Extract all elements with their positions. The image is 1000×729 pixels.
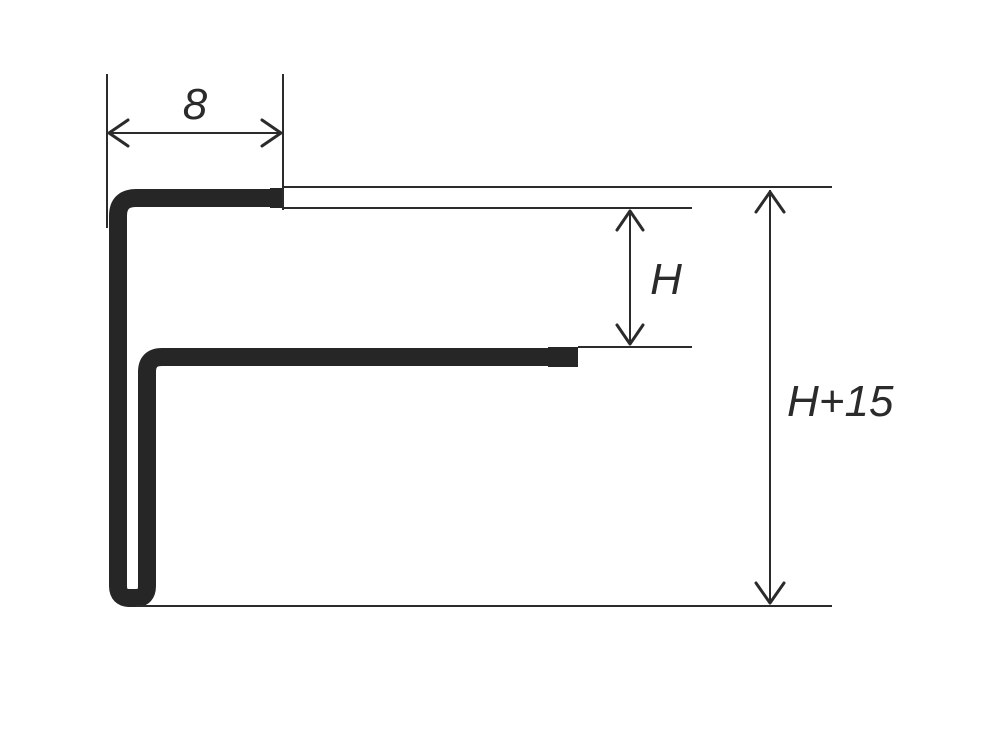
height-dimension: H [615, 209, 682, 346]
profile-outline [109, 189, 577, 607]
inner-leg-end [548, 347, 578, 367]
profile-shape [109, 188, 578, 607]
height-arrow-bottom [615, 323, 645, 346]
total-height-dimension: H+15 [754, 190, 894, 605]
total-height-arrow-top [754, 190, 786, 214]
top-leg-end [270, 188, 283, 208]
total-height-label: H+15 [787, 377, 894, 426]
width-arrow-left [107, 118, 130, 148]
width-label: 8 [183, 80, 208, 129]
width-dimension: 8 [106, 74, 284, 228]
total-height-arrow-bottom [754, 581, 786, 605]
width-arrow-right [260, 118, 283, 148]
height-label: H [650, 255, 682, 304]
reference-lines [136, 186, 832, 607]
height-arrow-top [615, 209, 645, 232]
